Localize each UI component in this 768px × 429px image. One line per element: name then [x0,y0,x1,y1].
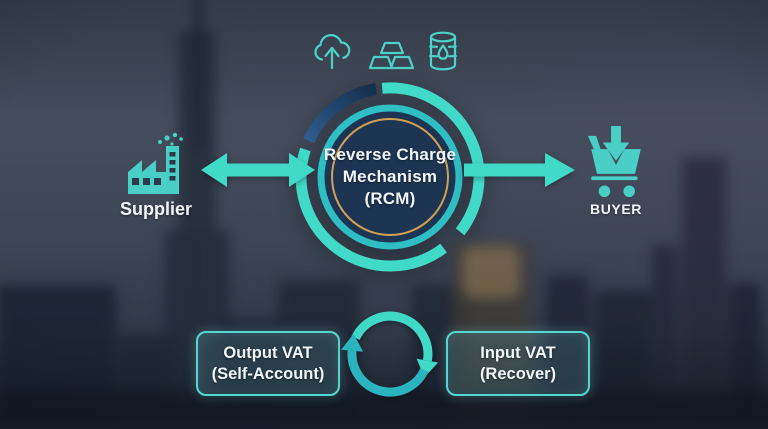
rcm-disc [317,104,463,250]
supplier-rcm-double-arrow-icon [201,153,315,187]
gold-bars-icon [368,41,415,70]
rcm-title-line1: Reverse Charge [323,145,457,164]
building-silhouette [682,158,726,423]
rcm-ring [295,82,485,272]
shopping-cart-icon [587,126,641,198]
output-vat-line2: (Self-Account) [211,364,325,383]
ring-arc-navy [303,83,378,144]
rcm-center-circle: Reverse Charge Mechanism (RCM) [290,77,490,277]
buyer-label: BUYER [589,201,642,217]
output-vat-line1: Output VAT [223,343,313,362]
gold-ring [331,118,449,236]
oil-barrel-icon [429,31,457,71]
ring-arc-teal-bottom [295,147,447,272]
refresh-cycle-icon [341,311,439,397]
input-vat-line1: Input VAT [480,343,556,362]
output-vat-box: Output VAT (Self-Account) [196,331,340,396]
rcm-title: Reverse Charge Mechanism (RCM) [290,77,490,277]
ring-arc-teal-top [381,82,485,236]
burj-khalifa-spire [194,0,203,150]
rcm-buyer-arrow-icon [464,153,575,187]
input-vat-box: Input VAT (Recover) [446,331,590,396]
rcm-title-line2: Mechanism [342,167,438,186]
rcm-title-line3: (RCM) [364,189,416,208]
factory-icon [128,132,183,194]
building-lights [462,246,520,298]
cloud-upload-icon [314,34,351,70]
input-vat-line2: (Recover) [479,364,557,383]
skyline-base [0,392,768,425]
supplier-label: Supplier [119,199,192,219]
